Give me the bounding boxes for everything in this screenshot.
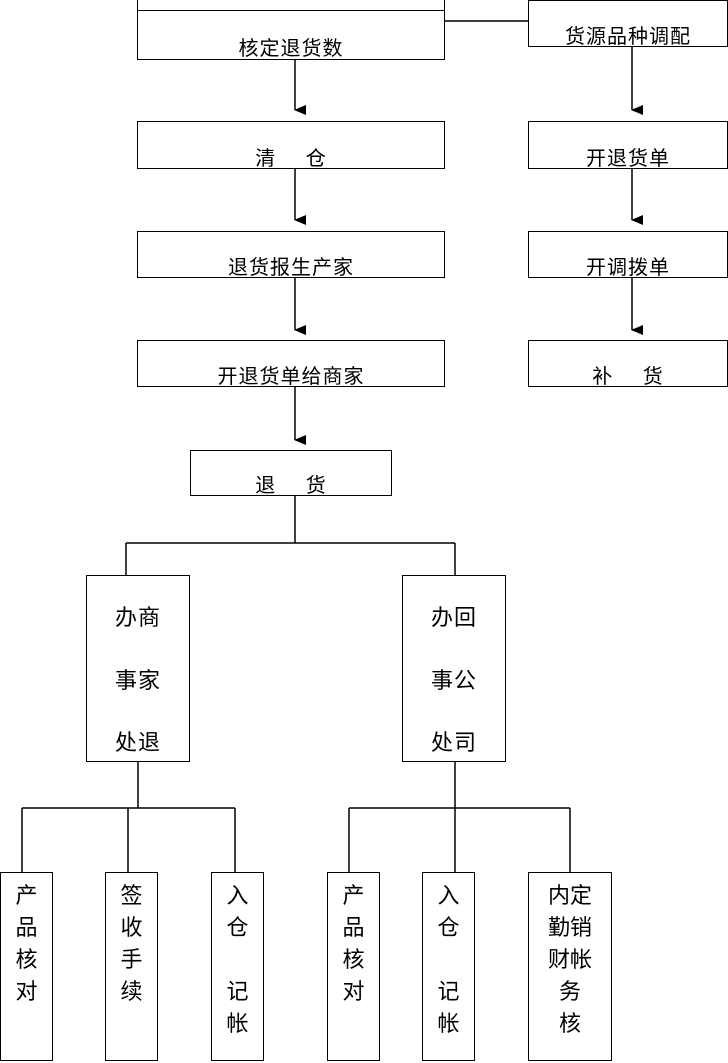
box-verify-return-quantity: 核定退货数 [137,0,445,60]
box-label: 入 仓 记 帐 [437,884,460,1037]
office-row: 事公 [430,669,477,694]
box-source-allocation: 货源品种调配 [528,0,728,47]
box-label: 退 货 [255,475,327,496]
box-label: 清 仓 [255,148,327,169]
box-warehouse-entry-left: 入 仓 记 帐 [211,872,264,1061]
office-return-to-company: 办回 事公 处司 [402,575,506,762]
box-label: 产 品 核 对 [342,884,365,1005]
box-label: 内定 勤销 财帐 务 核 [547,884,592,1037]
office-row: 事家 [114,669,161,694]
box-label: 补 货 [592,366,664,387]
office-vendor-return: 办商 事家 处退 [86,575,190,762]
office-row: 办回 [430,606,477,631]
box-sign-receipt: 签 收 手 续 [105,872,158,1061]
box-label: 开退货单给商家 [217,366,365,387]
box-label: 开退货单 [586,148,670,169]
office-row: 办商 [114,606,161,631]
box-label: 开调拨单 [586,257,670,278]
office-row: 处退 [114,731,161,756]
box-label: 货源品种调配 [565,26,691,47]
box-issue-return-to-vendor: 开退货单给商家 [137,340,445,387]
box-product-check-left: 产 品 核 对 [0,872,53,1061]
box-label: 退货报生产家 [228,257,354,278]
box-label: 签 收 手 续 [120,884,143,1005]
office-row: 处司 [430,731,477,756]
box-label: 产 品 核 对 [15,884,38,1005]
box-issue-return-slip: 开退货单 [528,121,728,169]
box-restock: 补 货 [528,340,728,387]
box-label: 核定退货数 [238,38,344,59]
box-label: 入 仓 记 帐 [226,884,249,1037]
box-return-goods: 退 货 [190,450,392,496]
box-report-to-manufacturer: 退货报生产家 [137,231,445,278]
box-warehouse-entry-right: 入 仓 记 帐 [422,872,475,1061]
box-finance-audit: 内定 勤销 财帐 务 核 [528,872,612,1061]
box-product-check-right: 产 品 核 对 [327,872,380,1061]
box-issue-transfer-slip: 开调拨单 [528,231,728,278]
top-rule [138,10,444,11]
box-clear-warehouse: 清 仓 [137,121,445,169]
